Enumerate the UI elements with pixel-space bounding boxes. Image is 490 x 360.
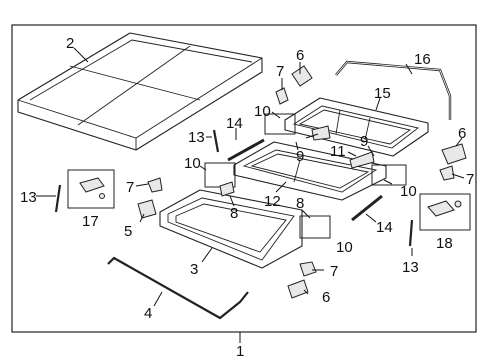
part-14-rods bbox=[227, 138, 383, 222]
part-16-seal-inner bbox=[335, 61, 451, 120]
callout-10a: 10 bbox=[254, 103, 271, 120]
callout-7a: 7 bbox=[276, 63, 284, 80]
callout-1: 1 bbox=[236, 343, 244, 360]
part-17-kit-box bbox=[67, 169, 115, 209]
part-8-latch bbox=[219, 181, 235, 197]
part-4-seal bbox=[107, 256, 249, 320]
callout-7b: 7 bbox=[126, 179, 134, 196]
callout-15: 15 bbox=[374, 85, 391, 102]
callout-2: 2 bbox=[66, 35, 74, 52]
leader-lines bbox=[36, 47, 465, 307]
callout-12: 12 bbox=[264, 193, 281, 210]
callout-17: 17 bbox=[82, 213, 99, 230]
callout-3: 3 bbox=[190, 261, 198, 278]
callout-9b: 9 bbox=[360, 133, 368, 150]
callout-7c: 7 bbox=[466, 171, 474, 188]
callout-10b: 10 bbox=[184, 155, 201, 172]
callout-8a: 8 bbox=[230, 205, 238, 222]
part-3-frame bbox=[159, 189, 303, 269]
callout-11: 11 bbox=[330, 143, 346, 160]
callout-16: 16 bbox=[414, 51, 431, 68]
part-10-box-d bbox=[371, 164, 407, 186]
part-10-box-c bbox=[299, 215, 331, 239]
callout-18: 18 bbox=[436, 235, 453, 252]
callout-9a: 9 bbox=[296, 148, 304, 165]
assembly-frame bbox=[11, 24, 477, 333]
callout-7d: 7 bbox=[330, 263, 338, 280]
callout-8b: 8 bbox=[296, 195, 304, 212]
part-10-box-a bbox=[264, 113, 296, 135]
callout-13a: 13 bbox=[188, 129, 205, 146]
part-7-clips bbox=[147, 87, 455, 277]
callout-4: 4 bbox=[144, 305, 152, 322]
part-2-roof-panel bbox=[17, 32, 263, 151]
part-5-bracket bbox=[137, 199, 157, 219]
part-13-bolts bbox=[54, 129, 414, 247]
callout-6b: 6 bbox=[458, 125, 466, 142]
callout-13c: 13 bbox=[402, 259, 419, 276]
callout-14b: 14 bbox=[376, 219, 393, 236]
part-12-frame bbox=[233, 141, 387, 201]
part-18-bracket bbox=[427, 200, 455, 217]
part-9-latch bbox=[311, 125, 331, 141]
part-16-seal bbox=[335, 60, 452, 120]
callout-14a: 14 bbox=[226, 115, 243, 132]
part-6-caps bbox=[287, 65, 467, 299]
part-17-bracket bbox=[79, 177, 105, 193]
callout-6a: 6 bbox=[296, 47, 304, 64]
part-18-kit-box bbox=[419, 193, 471, 231]
callout-13b: 13 bbox=[20, 189, 37, 206]
callout-10c: 10 bbox=[336, 239, 353, 256]
callout-labels: 1 2 3 4 5 6 6 6 7 7 7 7 8 8 9 9 10 10 10… bbox=[20, 35, 474, 360]
part-11-handle bbox=[349, 151, 375, 169]
part-15-frame bbox=[284, 97, 429, 157]
callout-10d: 10 bbox=[400, 183, 417, 200]
callout-6c: 6 bbox=[322, 289, 330, 306]
callout-5: 5 bbox=[124, 223, 132, 240]
